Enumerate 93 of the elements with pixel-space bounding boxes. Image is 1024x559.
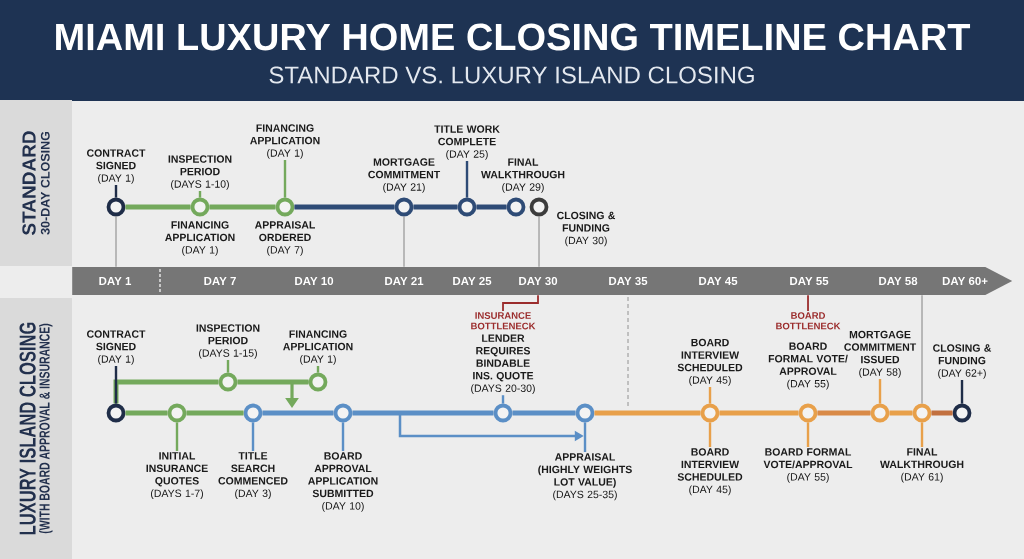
leader-line: [502, 294, 539, 312]
axis-guide-line: [403, 215, 405, 268]
milestone-marker: [333, 403, 353, 423]
milestone-marker: [457, 197, 477, 217]
timeline-segment: [186, 410, 244, 416]
milestone-label: CONTRACT SIGNED (DAY 1): [86, 330, 146, 365]
milestone-marker: [798, 403, 818, 423]
axis-guide-line: [921, 294, 923, 405]
milestone-marker: [243, 403, 263, 423]
timeline-segment: [476, 204, 507, 210]
day-label: DAY 58: [879, 276, 918, 286]
day-label: DAY 60+: [942, 276, 988, 286]
milestone-marker: [308, 372, 328, 392]
milestone-marker: [575, 403, 595, 423]
lane-panel: STANDARD 30-DAY CLOSING: [0, 100, 72, 266]
leader-line: [251, 422, 255, 451]
day-label: DAY 10: [295, 276, 334, 286]
leader-line: [807, 294, 809, 312]
leader-line: [583, 422, 587, 452]
milestone-label: MORTGAGE COMMITMENT (DAY 21): [368, 158, 441, 193]
milestone-label: FINANCING APPLICATION (DAY 1): [165, 221, 235, 256]
timeline-segment: [294, 204, 395, 210]
timeline-segment: [209, 204, 276, 210]
milestone-marker: [870, 403, 890, 423]
leader-line: [175, 422, 179, 451]
milestone-label: FINAL WALKTHROUGH (DAY 61): [880, 448, 964, 483]
day-label: DAY 21: [385, 277, 424, 285]
chart-title: MIAMI LUXURY HOME CLOSING TIMELINE CHART: [56, 23, 971, 51]
day-label: DAY 30: [519, 276, 558, 286]
day-label: DAY 55: [790, 277, 829, 285]
timeline-segment: [594, 410, 701, 416]
leader-line: [316, 366, 320, 373]
milestone-label: FINANCING APPLICATION (DAY 1): [250, 124, 320, 159]
leader-line: [920, 422, 924, 447]
timeline-segment: [512, 410, 576, 416]
leader-line: [283, 160, 287, 198]
lane-panel: LUXURY ISLAND CLOSING (WITH BOARD APPROVAL & INSURANCE): [0, 298, 72, 559]
timeline-segment: [889, 410, 913, 416]
leader-line: [114, 185, 118, 198]
timeline-segment: [125, 410, 168, 416]
milestone-label: APPRAISAL (HIGHLY WEIGHTS LOT VALUE) (DAYS 25-35): [538, 453, 632, 501]
milestone-marker: [106, 403, 126, 423]
timeline-segment: [817, 410, 871, 416]
leader-line: [960, 380, 964, 404]
leader-line: [806, 422, 810, 447]
leader-line: [708, 422, 712, 447]
milestone-label: INSPECTION PERIOD (DAYS 1-15): [196, 324, 260, 359]
timeline-segment: [262, 410, 334, 416]
timeline-segment: [125, 204, 191, 210]
milestone-marker: [912, 403, 932, 423]
timeline-segment: [413, 204, 458, 210]
milestone-marker: [218, 372, 238, 392]
timeline-segment: [352, 410, 494, 416]
leader-line: [226, 360, 230, 373]
leader-line: [114, 366, 118, 404]
day-label: DAY 25: [453, 276, 492, 286]
leader-line: [501, 395, 505, 404]
milestone-label: CONTRACT SIGNED (DAY 1): [86, 149, 146, 184]
timeline-segment: [931, 410, 953, 416]
day-label: DAY 35: [609, 276, 648, 286]
milestone-label: CLOSING & FUNDING (DAY 30): [557, 211, 616, 247]
axis-guide-line: [538, 215, 540, 268]
milestone-label: FINANCING APPLICATION (DAY 1): [283, 330, 353, 365]
milestone-label: FINAL WALKTHROUGH (DAY 29): [481, 158, 565, 193]
day-label: DAY 7: [204, 277, 236, 285]
milestone-label: INSURANCE BOTTLENECK LENDER REQUIRES BINDABLE INS. QUOTE (DAYS 20-30): [471, 312, 536, 394]
milestone-label: BOARD APPROVAL APPLICATION SUBMITTED (DAY 10): [308, 452, 378, 512]
milestone-marker: [700, 403, 720, 423]
timeline-segment: [719, 410, 799, 416]
milestone-label: INSPECTION PERIOD (DAYS 1-10): [168, 155, 232, 190]
leader-line: [878, 379, 882, 404]
leader-line: [198, 191, 202, 198]
chart-subtitle: STANDARD VS. LUXURY ISLAND CLOSING: [269, 66, 754, 84]
milestone-label: TITLE SEARCH COMMENCED (DAY 3): [218, 452, 288, 500]
axis-guide-line: [115, 215, 117, 268]
milestone-marker: [493, 403, 513, 423]
milestone-label: BOARD INTERVIEW SCHEDULED (DAY 45): [677, 338, 743, 386]
leader-line: [708, 387, 712, 404]
timeline-segment: [113, 379, 219, 404]
day-label: DAY 45: [699, 277, 738, 285]
leader-line: [465, 161, 469, 198]
milestone-label: INITIAL INSURANCE QUOTES (DAYS 1-7): [146, 452, 208, 500]
milestone-label: CLOSING & FUNDING (DAY 62+): [933, 344, 992, 379]
day-label: DAY 1: [99, 277, 132, 285]
milestone-marker: [167, 403, 187, 423]
milestone-label: BOARD FORMAL VOTE/APPROVAL (DAY 55): [763, 448, 853, 483]
milestone-label: BOARD INTERVIEW SCHEDULED (DAY 45): [677, 448, 743, 496]
milestone-label: APPRAISAL ORDERED (DAY 7): [254, 221, 315, 256]
milestone-marker: [952, 403, 972, 423]
leader-line: [341, 422, 345, 451]
milestone-label: TITLE WORK COMPLETE (DAY 25): [434, 125, 500, 160]
milestone-marker: [106, 197, 126, 217]
timeline-segment: [237, 379, 309, 385]
